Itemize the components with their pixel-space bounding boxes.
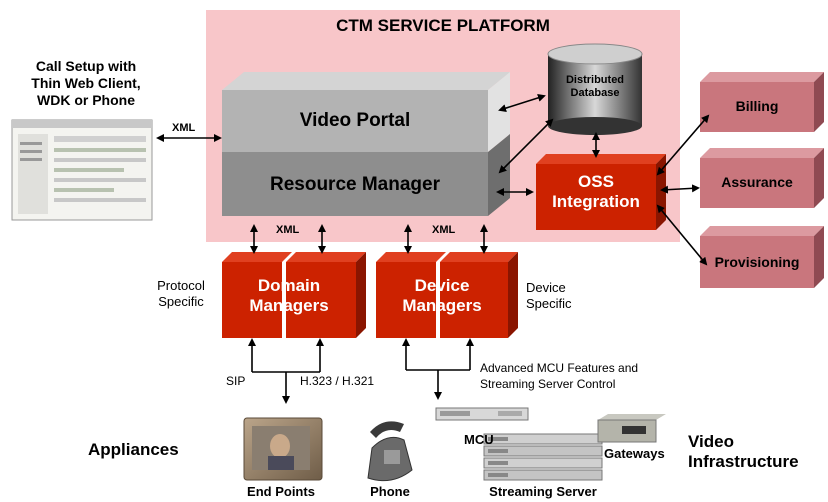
device-managers-label: Device Managers — [402, 276, 482, 315]
advanced-mcu-label: Advanced MCU Features and Streaming Serv… — [480, 361, 639, 392]
server-stack-icon — [483, 433, 603, 481]
appliances-label: Appliances — [88, 440, 179, 459]
billing-label: Billing — [735, 98, 779, 114]
mcu-label: MCU — [464, 432, 494, 447]
domain-managers-label: Domain Managers — [249, 276, 329, 315]
assurance-label: Assurance — [721, 174, 793, 190]
sip-label: SIP — [226, 374, 246, 388]
device-specific-label: Device Specific — [526, 280, 572, 312]
distributed-database-label: Distributed Database — [565, 74, 625, 100]
web-client-screenshot-icon — [11, 119, 153, 221]
gateway-device-icon — [597, 414, 666, 443]
rack-unit-icon — [435, 407, 529, 421]
call-setup-label: Call Setup with Thin Web Client, WDK or … — [31, 58, 141, 108]
platform-title: CTM SERVICE PLATFORM — [336, 16, 550, 35]
protocol-specific-label: Protocol Specific — [157, 278, 205, 310]
end-points-label: End Points — [247, 484, 315, 499]
desk-phone-icon — [367, 421, 413, 482]
billing-block — [700, 72, 824, 132]
provisioning-block — [700, 226, 824, 288]
xml-label-left: XML — [172, 122, 196, 134]
video-portal-block — [222, 72, 510, 152]
oss-integration-label: OSS Integration — [552, 172, 640, 211]
provisioning-label: Provisioning — [714, 254, 800, 270]
gateways-label: Gateways — [604, 446, 665, 461]
phone-label: Phone — [370, 484, 410, 499]
resource-manager-label: Resource Manager — [269, 174, 440, 195]
video-infrastructure-label: Video Infrastructure — [688, 432, 799, 472]
domain-managers-block — [222, 252, 366, 338]
database-cylinder-icon — [547, 43, 643, 135]
device-managers-block — [376, 252, 518, 338]
h323-label: H.323 / H.321 — [300, 374, 375, 388]
connector-arrows — [156, 94, 710, 404]
xml-label-device: XML — [432, 224, 456, 236]
assurance-block — [700, 148, 824, 208]
streaming-server-label: Streaming Server — [489, 484, 597, 499]
xml-label-domain: XML — [276, 224, 300, 236]
video-portal-label: Video Portal — [299, 110, 411, 131]
video-monitor-icon — [243, 417, 323, 481]
